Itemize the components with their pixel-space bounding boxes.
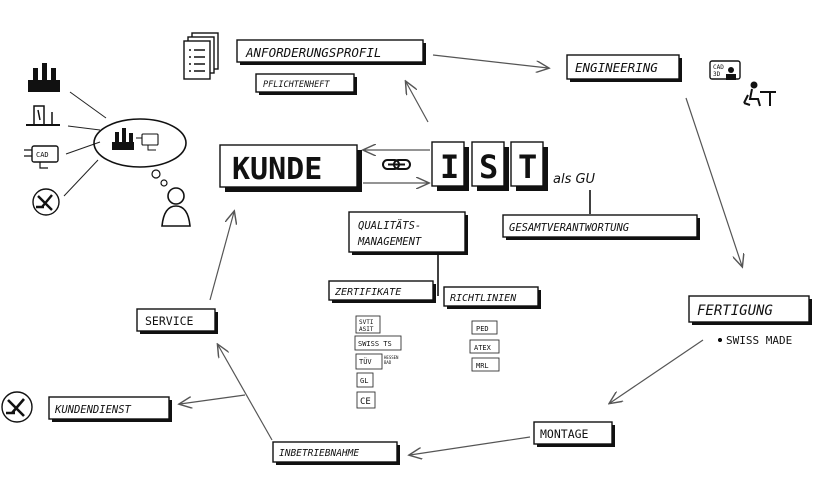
svg-text:HESSEN: HESSEN xyxy=(384,355,399,360)
svg-text:BAD: BAD xyxy=(384,360,392,365)
cert-ce: CE xyxy=(356,391,376,409)
cad-machine-icon: CAD xyxy=(24,145,59,169)
dir-atex: ATEX xyxy=(469,339,500,354)
svg-text:CE: CE xyxy=(360,397,371,407)
ist-letter-t: T xyxy=(518,148,537,186)
svg-text:PED: PED xyxy=(476,325,489,333)
arrow-inbetriebnahme-to-service xyxy=(218,345,273,441)
anforderungsprofil-label: ANFORDERUNGSPROFIL xyxy=(245,45,381,60)
thought-bubble xyxy=(93,118,187,187)
svg-text:SWISS TS: SWISS TS xyxy=(358,340,392,348)
kunde-label: KUNDE xyxy=(232,152,322,187)
gesamtverantwortung-node: GESAMTVERANTWORTUNG xyxy=(502,214,700,240)
swiss-made-badge: SWISS MADE xyxy=(718,334,792,347)
cad-screen-label-2: 3D xyxy=(713,71,721,78)
ist-logo: I S T xyxy=(431,141,548,191)
anforderungsprofil-node: ANFORDERUNGSPROFIL xyxy=(236,39,426,65)
repair-icon xyxy=(32,188,60,216)
arrow-anforderung-to-engineering xyxy=(432,54,548,68)
arrow-ist-to-anforderung xyxy=(406,82,429,123)
directive-list: PED ATEX MRL xyxy=(469,320,500,372)
kundendienst-label: KUNDENDIENST xyxy=(54,404,132,416)
dir-ped: PED xyxy=(471,320,498,335)
gesamtverantwortung-label: GESAMTVERANTWORTUNG xyxy=(509,222,630,234)
inbetriebnahme-label: INBETRIEBNAHME xyxy=(279,448,359,459)
svg-text:GL: GL xyxy=(360,377,368,385)
cert-svti: SVTI ASIT xyxy=(355,315,381,334)
fertigung-node: FERTIGUNG xyxy=(688,295,812,325)
svg-text:SVTI: SVTI xyxy=(359,319,374,326)
richtlinien-node: RICHTLINIEN xyxy=(443,286,541,309)
qualitaetsmanagement-node: QUALITÄTS- MANAGEMENT xyxy=(348,211,468,255)
montage-label: MONTAGE xyxy=(540,427,589,441)
plant-icon xyxy=(26,105,60,126)
dir-mrl: MRL xyxy=(471,357,500,372)
arrow-montage-to-inbetriebnahme xyxy=(410,436,531,455)
arrow-to-kundendienst xyxy=(180,394,246,404)
ist-letter-i: I xyxy=(440,148,459,186)
service-node: SERVICE xyxy=(136,308,218,334)
pflichtenheft-node: PFLICHTENHEFT xyxy=(255,73,357,95)
richtlinien-label: RICHTLINIEN xyxy=(450,293,517,304)
swiss-cross-icon xyxy=(718,338,722,342)
cert-tuev: TÜV HESSEN BAD xyxy=(355,353,399,370)
arrow-service-to-kunde xyxy=(209,212,234,301)
engineering-label: ENGINEERING xyxy=(575,60,658,75)
documents-icon xyxy=(183,32,219,80)
cad-label: CAD xyxy=(36,151,49,159)
cad-screen-label: CAD xyxy=(713,64,724,71)
svg-text:ATEX: ATEX xyxy=(474,344,492,352)
arrow-fertigung-to-montage xyxy=(610,339,704,403)
kundendienst-node: KUNDENDIENST xyxy=(48,396,172,422)
factory-icon xyxy=(28,63,60,92)
svg-text:TÜV: TÜV xyxy=(359,357,372,366)
engineering-node: ENGINEERING xyxy=(566,54,682,82)
cad-machine-icon-small xyxy=(136,133,159,151)
pflichtenheft-label: PFLICHTENHEFT xyxy=(263,80,330,90)
kundendienst-repair-icon xyxy=(1,391,33,423)
svg-text:MRL: MRL xyxy=(476,362,489,370)
qualitaetsmanagement-label-2: MANAGEMENT xyxy=(357,236,422,248)
montage-node: MONTAGE xyxy=(533,421,615,447)
client-industries: CAD xyxy=(24,63,107,216)
engineer-icon: CAD 3D xyxy=(709,60,776,107)
zertifikate-node: ZERTIFIKATE xyxy=(328,280,436,303)
zertifikate-label: ZERTIFIKATE xyxy=(334,287,401,298)
flow-arrows xyxy=(180,54,742,455)
als-gu-label: als GU xyxy=(553,172,596,187)
certificate-list: SVTI ASIT SWISS TS TÜV HESSEN BAD GL CE xyxy=(354,315,402,409)
ist-letter-s: S xyxy=(479,148,498,186)
link-icon xyxy=(382,159,411,170)
customer-person-icon xyxy=(161,187,191,227)
kunde-node: KUNDE xyxy=(219,144,362,192)
factory-icon-small xyxy=(112,128,134,150)
svg-text:ASIT: ASIT xyxy=(359,326,374,333)
inbetriebnahme-node: INBETRIEBNAHME xyxy=(272,441,400,465)
swiss-made-label: SWISS MADE xyxy=(726,334,792,347)
cert-gl: GL xyxy=(356,372,374,388)
cert-swissts: SWISS TS xyxy=(354,335,402,351)
fertigung-label: FERTIGUNG xyxy=(697,303,773,319)
arrow-engineering-to-fertigung xyxy=(685,97,742,266)
service-label: SERVICE xyxy=(145,314,194,328)
qualitaetsmanagement-label-1: QUALITÄTS- xyxy=(358,219,421,232)
